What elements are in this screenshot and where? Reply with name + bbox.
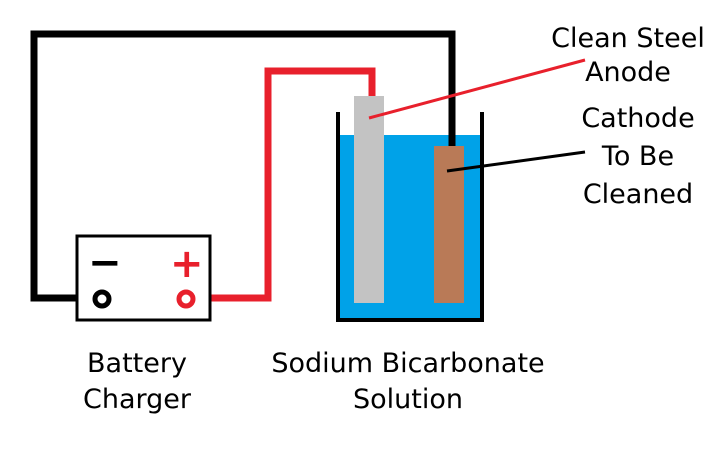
beaker — [336, 112, 484, 322]
solution-label-line2: Solution — [353, 384, 463, 415]
positive-wire — [188, 67, 376, 302]
positive-terminal — [176, 289, 196, 309]
cathode-label-line1: Cathode — [581, 103, 695, 134]
battery-label-line2: Charger — [83, 384, 191, 415]
negative-wire — [30, 30, 456, 302]
cathode-label: Cathode To Be Cleaned — [558, 100, 718, 214]
negative-symbol: − — [88, 240, 122, 286]
cathode-pointer-line — [446, 150, 586, 173]
solution-label-line1: Sodium Bicarbonate — [271, 348, 545, 379]
anode-label: Clean Steel Anode — [538, 22, 718, 90]
negative-terminal — [92, 289, 112, 309]
positive-symbol: + — [170, 241, 204, 287]
battery-label-line1: Battery — [87, 348, 187, 379]
anode-electrode — [354, 96, 384, 303]
solution-label: Sodium Bicarbonate Solution — [258, 346, 558, 418]
battery-charger-label: Battery Charger — [74, 346, 200, 418]
cathode-label-line2: To Be — [601, 141, 675, 172]
cathode-label-line3: Cleaned — [582, 179, 694, 210]
anode-pointer-line — [368, 58, 586, 120]
anode-label-line1: Clean Steel — [551, 23, 705, 54]
anode-label-line2: Anode — [585, 57, 671, 88]
